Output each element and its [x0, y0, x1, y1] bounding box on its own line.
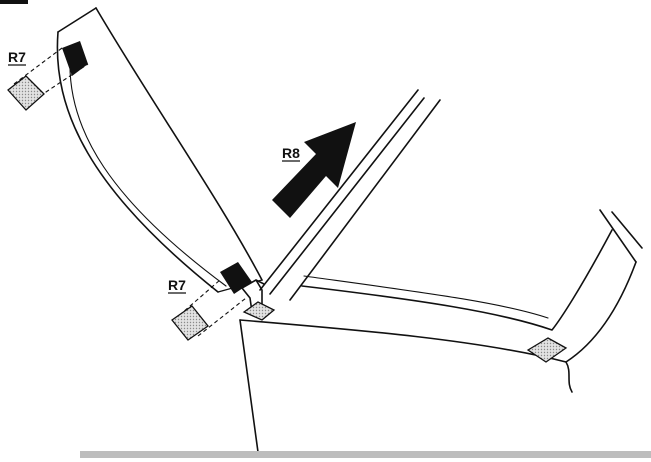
- lid-top-pad: [62, 41, 88, 76]
- cabinet: [239, 89, 643, 453]
- callout-r7-bottom: R7: [168, 277, 186, 293]
- corner-mark: [0, 0, 28, 4]
- cabinet-left-pad: [242, 301, 276, 321]
- floor-band: [80, 451, 651, 458]
- lid: [56, 7, 263, 293]
- callout-r8: R8: [282, 145, 300, 161]
- callout-r7-top: R7: [8, 49, 26, 65]
- cabinet-right-pad: [526, 337, 568, 363]
- loose-pad-bottom: [171, 305, 209, 341]
- loose-pad-top: [7, 75, 45, 111]
- arrow-up-right-icon: [272, 122, 356, 218]
